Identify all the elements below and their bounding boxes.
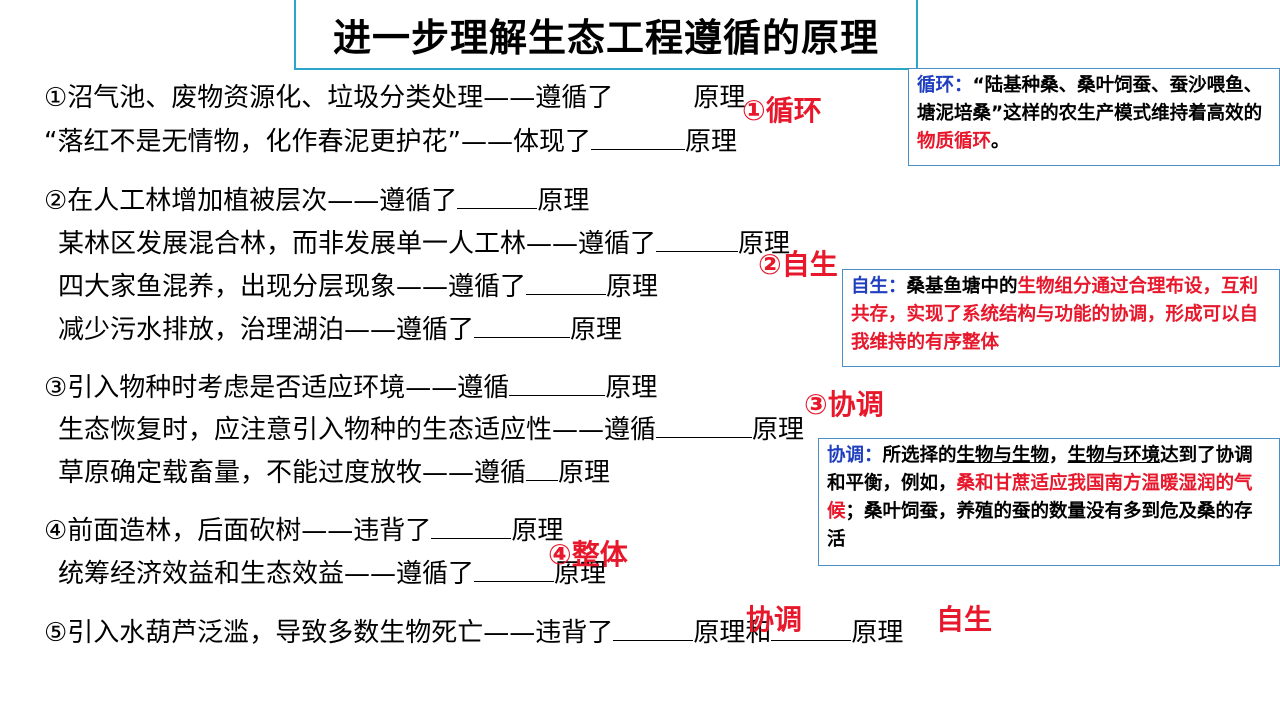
- question-suffix: 原理和: [693, 618, 772, 648]
- question-line: ③引入物种时考虑是否适应环境——遵循 原理: [44, 369, 657, 405]
- question-suffix: 原理: [570, 315, 623, 345]
- question-text: ④前面造林，后面砍树——违背了: [44, 516, 432, 546]
- note-text: ，: [1049, 445, 1068, 466]
- answer-label-self-2: 自生: [936, 603, 993, 636]
- note-underlined: 生物与生物: [956, 445, 1050, 466]
- answer-blank: [613, 80, 693, 106]
- answer-label-coordination: ③协调: [804, 388, 884, 421]
- answer-blank: [509, 369, 606, 396]
- answer-blank: [656, 411, 753, 438]
- question-line: 某林区发展混合林，而非发展单一人工林——遵循了 原理: [58, 225, 790, 261]
- question-suffix: 原理: [752, 415, 805, 445]
- question-line: “落红不是无情物，化作春泥更护花”——体现了 原理: [44, 123, 737, 159]
- question-text: 统筹经济效益和生态效益——遵循了: [58, 559, 475, 589]
- question-suffix: 原理: [605, 373, 658, 403]
- question-line: 四大家鱼混养，出现分层现象——遵循了 原理: [58, 268, 658, 304]
- answer-blank: [431, 512, 512, 539]
- question-text: 减少污水排放，治理湖泊——遵循了: [58, 315, 475, 345]
- answer-blank: [526, 454, 559, 481]
- question-text: 四大家鱼混养，出现分层现象——遵循了: [58, 272, 527, 302]
- note-heading: 协调：: [827, 445, 883, 466]
- question-line: 生态恢复时，应注意引入物种的生态适应性——遵循 原理: [58, 411, 804, 447]
- note-text: “陆基种桑、桑叶饲蚕、蚕沙喂鱼、塘泥培桑”这样的农生产模式维持着高效的: [917, 75, 1263, 124]
- question-suffix: 原理: [693, 83, 746, 113]
- answer-blank: [613, 614, 694, 641]
- answer-blank: [590, 123, 685, 150]
- question-line: ②在人工林增加植被层次——遵循了 原理: [44, 182, 589, 218]
- note-text: ；桑叶饲蚕，养殖的蚕的数量没有多到危及桑的存活: [827, 501, 1253, 550]
- note-text: 。: [991, 131, 1010, 152]
- note-heading: 自生：: [851, 276, 907, 297]
- note-heading: 循环：: [917, 75, 973, 96]
- question-text: ⑤引入水葫芦泛滥，导致多数生物死亡——违背了: [44, 618, 614, 648]
- question-suffix: 原理: [738, 229, 791, 259]
- question-suffix: 原理: [558, 458, 611, 488]
- answer-label-self: ②自生: [758, 248, 838, 281]
- question-suffix: 原理: [537, 186, 590, 216]
- question-text: ①沼气池、废物资源化、垃圾分类处理——遵循了: [44, 83, 614, 113]
- answer-label-coordination-2: 协调: [746, 603, 803, 636]
- question-text: 生态恢复时，应注意引入物种的生态适应性——遵循: [58, 415, 657, 445]
- title-box: 进一步理解生态工程遵循的原理: [294, 0, 918, 70]
- note-box-self: 自生：桑基鱼塘中的生物组分通过合理布设，互利共存，实现了系统结构与功能的协调，形…: [842, 269, 1280, 367]
- question-line: ④前面造林，后面砍树——违背了 原理: [44, 512, 563, 548]
- note-text: 桑基鱼塘中的: [906, 276, 1018, 297]
- question-line: 统筹经济效益和生态效益——遵循了 原理: [58, 555, 606, 591]
- question-line: ①沼气池、废物资源化、垃圾分类处理——遵循了 原理: [44, 80, 745, 115]
- question-line: ⑤引入水葫芦泛滥，导致多数生物死亡——违背了 原理和 原理: [44, 614, 903, 650]
- answer-blank: [474, 555, 555, 582]
- note-highlight: 生物组分通过合理布设，互利共存，实现了系统结构与功能的协调，形成可以自我维持的有…: [851, 276, 1259, 353]
- answer-blank: [457, 182, 538, 209]
- note-highlight: 物质循环: [917, 131, 992, 152]
- answer-label-cycle: ①循环: [742, 94, 822, 127]
- note-box-cycle: 循环：“陆基种桑、桑叶饲蚕、蚕沙喂鱼、塘泥培桑”这样的农生产模式维持着高效的物质…: [908, 68, 1280, 166]
- question-line: 减少污水排放，治理湖泊——遵循了 原理: [58, 311, 622, 347]
- note-underlined: 生物与环境: [1067, 445, 1161, 466]
- answer-label-holism: ④整体: [548, 538, 628, 571]
- answer-blank: [771, 614, 852, 641]
- note-text: 所选择的: [882, 445, 957, 466]
- question-suffix: 原理: [684, 127, 737, 157]
- note-text: 达到了协调和平衡，例如，: [827, 445, 1253, 494]
- question-text: “落红不是无情物，化作春泥更护花”——体现了: [44, 127, 591, 157]
- answer-blank: [526, 268, 607, 295]
- question-text: 草原确定载畜量，不能过度放牧——遵循: [58, 458, 527, 488]
- question-suffix: 原理: [606, 272, 659, 302]
- question-suffix: 原理: [851, 618, 904, 648]
- answer-blank: [656, 225, 739, 252]
- question-text: 某林区发展混合林，而非发展单一人工林——遵循了: [58, 229, 657, 259]
- question-suffix: 原理: [554, 559, 607, 589]
- note-highlight: 桑和甘蔗适应我国南方温暖湿润的气候: [827, 473, 1253, 522]
- page-title: 进一步理解生态工程遵循的原理: [332, 15, 879, 60]
- note-box-coordination: 协调：所选择的生物与生物，生物与环境达到了协调和平衡，例如，桑和甘蔗适应我国南方…: [818, 438, 1280, 566]
- question-line: 草原确定载畜量，不能过度放牧——遵循 原理: [58, 454, 610, 490]
- question-text: ③引入物种时考虑是否适应环境——遵循: [44, 373, 510, 403]
- answer-blank: [474, 311, 571, 338]
- question-text: ②在人工林增加植被层次——遵循了: [44, 186, 458, 216]
- question-suffix: 原理: [511, 516, 564, 546]
